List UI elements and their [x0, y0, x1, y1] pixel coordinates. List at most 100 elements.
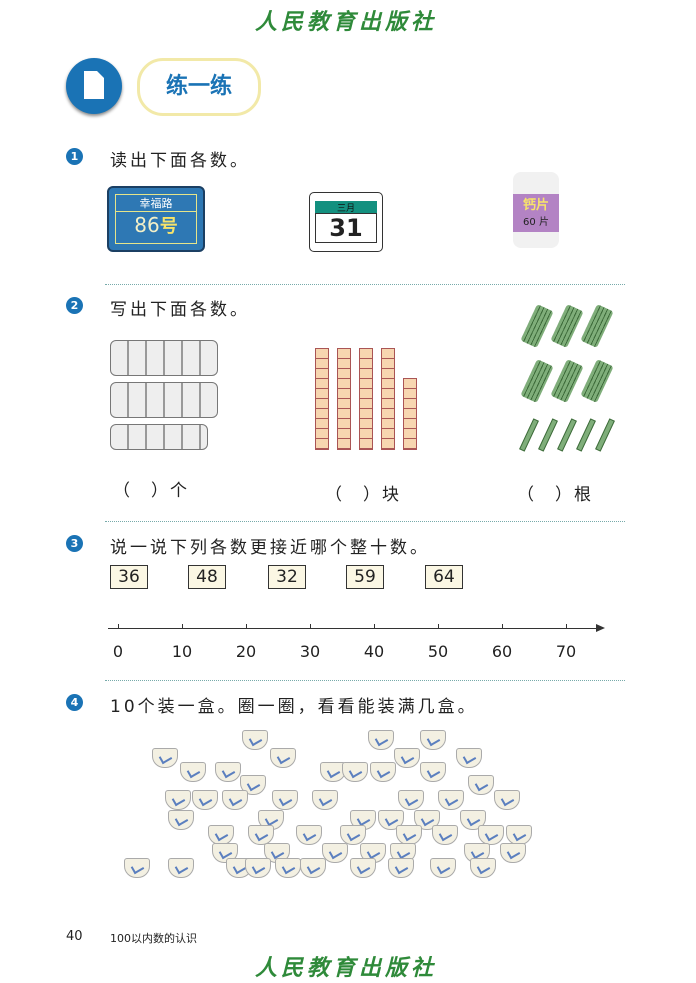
number-line — [108, 628, 600, 629]
cup[interactable] — [168, 810, 194, 830]
stick-bundle — [520, 359, 554, 403]
cup[interactable] — [222, 790, 248, 810]
tick-mark — [502, 624, 503, 629]
block-column — [381, 348, 395, 450]
stick-bundle — [550, 359, 584, 403]
stick-bundle — [580, 304, 614, 348]
question-number: 4 — [66, 694, 83, 711]
answer-blank-sticks[interactable]: （ ）根 — [517, 485, 593, 505]
number-box: 36 — [110, 565, 148, 589]
cup[interactable] — [494, 790, 520, 810]
answer-blank-blocks[interactable]: （ ）块 — [325, 485, 401, 505]
tick-label: 20 — [235, 642, 257, 661]
tick-mark — [182, 624, 183, 629]
tick-label: 70 — [555, 642, 577, 661]
cup[interactable] — [398, 790, 424, 810]
cup[interactable] — [296, 825, 322, 845]
ten-blocks — [315, 346, 425, 450]
cup[interactable] — [272, 790, 298, 810]
tick-mark — [374, 624, 375, 629]
cup[interactable] — [500, 843, 526, 863]
stick-bundle — [550, 304, 584, 348]
question-number: 3 — [66, 535, 83, 552]
publisher-footer: 人民教育出版社 — [255, 955, 438, 981]
calendar: 三月 31 — [309, 192, 383, 252]
cup[interactable] — [275, 858, 301, 878]
single-stick — [557, 418, 577, 452]
cup[interactable] — [192, 790, 218, 810]
cup[interactable] — [322, 843, 348, 863]
cup[interactable] — [368, 730, 394, 750]
pill-bottle: 钙片 60 片 — [513, 172, 559, 248]
stick-bundles — [519, 300, 620, 452]
cup[interactable] — [270, 748, 296, 768]
document-icon — [66, 58, 122, 114]
cup[interactable] — [394, 748, 420, 768]
cup[interactable] — [340, 825, 366, 845]
question-text: 10个装一盒。圈一圈，看看能装满几盒。 — [110, 697, 478, 717]
cup[interactable] — [248, 825, 274, 845]
single-stick — [519, 418, 539, 452]
cup[interactable] — [215, 762, 241, 782]
question-number: 1 — [66, 148, 83, 165]
cup[interactable] — [478, 825, 504, 845]
cup[interactable] — [245, 858, 271, 878]
stick-bundle — [520, 304, 554, 348]
single-stick — [595, 418, 615, 452]
bottle-count: 60 片 — [523, 217, 549, 228]
question-text: 写出下面各数。 — [110, 300, 250, 320]
publisher-header: 人民教育出版社 — [255, 9, 438, 35]
number-box: 48 — [188, 565, 226, 589]
cup[interactable] — [180, 762, 206, 782]
tick-mark — [438, 624, 439, 629]
cup[interactable] — [430, 858, 456, 878]
number-box: 64 — [425, 565, 463, 589]
divider — [105, 680, 625, 681]
tick-mark — [118, 624, 119, 629]
tick-label: 10 — [171, 642, 193, 661]
cup[interactable] — [242, 730, 268, 750]
answer-blank-rolls[interactable]: （ ）个 — [113, 481, 189, 501]
chapter-title: 100以内数的认识 — [110, 932, 197, 945]
cup[interactable] — [342, 762, 368, 782]
tick-mark — [566, 624, 567, 629]
cup[interactable] — [168, 858, 194, 878]
cup[interactable] — [300, 858, 326, 878]
cup[interactable] — [420, 730, 446, 750]
sign-number: 86 — [134, 213, 160, 237]
cup[interactable] — [470, 858, 496, 878]
page-number: 40 — [66, 929, 83, 944]
tick-label: 40 — [363, 642, 385, 661]
cup[interactable] — [420, 762, 446, 782]
question-text: 读出下面各数。 — [110, 151, 250, 171]
cup[interactable] — [506, 825, 532, 845]
cup[interactable] — [312, 790, 338, 810]
cup[interactable] — [124, 858, 150, 878]
arrow-icon — [596, 624, 605, 632]
cup[interactable] — [438, 790, 464, 810]
sign-suffix: 号 — [159, 216, 178, 237]
cup[interactable] — [350, 858, 376, 878]
cup[interactable] — [208, 825, 234, 845]
block-column — [359, 348, 373, 450]
block-column — [403, 378, 417, 450]
calendar-month: 三月 — [315, 201, 377, 214]
cup[interactable] — [456, 748, 482, 768]
block-column — [315, 348, 329, 450]
paper-rolls — [110, 340, 218, 450]
cup[interactable] — [388, 858, 414, 878]
cup[interactable] — [468, 775, 494, 795]
cup[interactable] — [165, 790, 191, 810]
cup[interactable] — [370, 762, 396, 782]
cup[interactable] — [396, 825, 422, 845]
question-text: 说一说下列各数更接近哪个整十数。 — [110, 538, 430, 558]
cup[interactable] — [432, 825, 458, 845]
address-sign: 幸福路 86号 — [107, 186, 205, 252]
tick-mark — [310, 624, 311, 629]
single-stick — [538, 418, 558, 452]
cup[interactable] — [152, 748, 178, 768]
tick-label: 30 — [299, 642, 321, 661]
question-number: 2 — [66, 297, 83, 314]
tick-mark — [246, 624, 247, 629]
stick-bundle — [580, 359, 614, 403]
